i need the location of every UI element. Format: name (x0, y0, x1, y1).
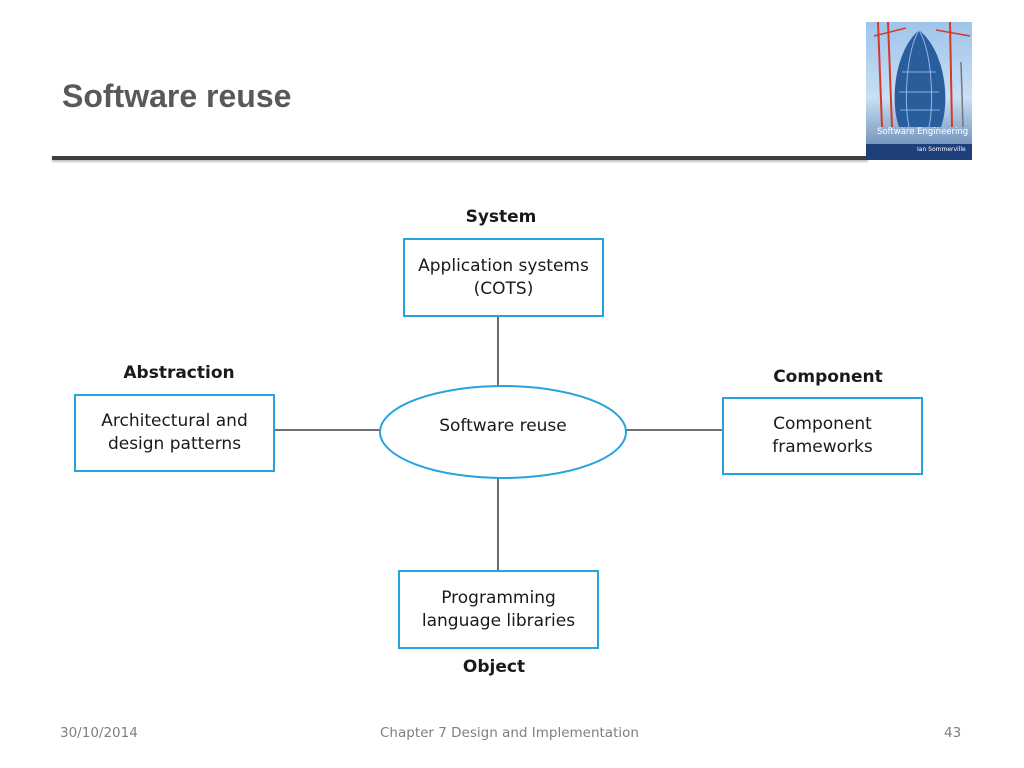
book-cover-author: Ian Sommerville (917, 146, 966, 153)
axis-label-component: Component (773, 367, 883, 387)
book-cover-title: Software Engineering (877, 127, 969, 137)
box-application-systems: Application systems (COTS) (403, 238, 604, 317)
footer-page-number: 43 (944, 725, 962, 741)
center-ellipse (379, 385, 627, 479)
axis-label-abstraction: Abstraction (123, 363, 235, 383)
box-component-frameworks: Component frameworks (722, 397, 923, 475)
box-architectural-patterns: Architectural and design patterns (74, 394, 275, 472)
center-label: Software reuse (439, 416, 567, 436)
slide-title: Software reuse (62, 78, 292, 114)
axis-label-object: Object (462, 657, 526, 677)
title-divider (52, 156, 868, 160)
book-cover-artwork (873, 22, 971, 128)
box-component-frameworks-label: Component frameworks (772, 414, 873, 457)
footer-date: 30/10/2014 (60, 725, 138, 741)
footer-chapter: Chapter 7 Design and Implementation (380, 725, 639, 741)
box-application-systems-label: Application systems (COTS) (418, 255, 589, 299)
box-programming-libraries: Programming language libraries (398, 570, 599, 649)
book-cover-image: Software Engineering Ian Sommerville (866, 22, 972, 160)
box-architectural-patterns-label: Architectural and design patterns (101, 411, 248, 454)
axis-label-system: System (465, 207, 537, 227)
box-programming-libraries-label: Programming language libraries (421, 587, 576, 631)
book-cover-band (866, 144, 972, 160)
